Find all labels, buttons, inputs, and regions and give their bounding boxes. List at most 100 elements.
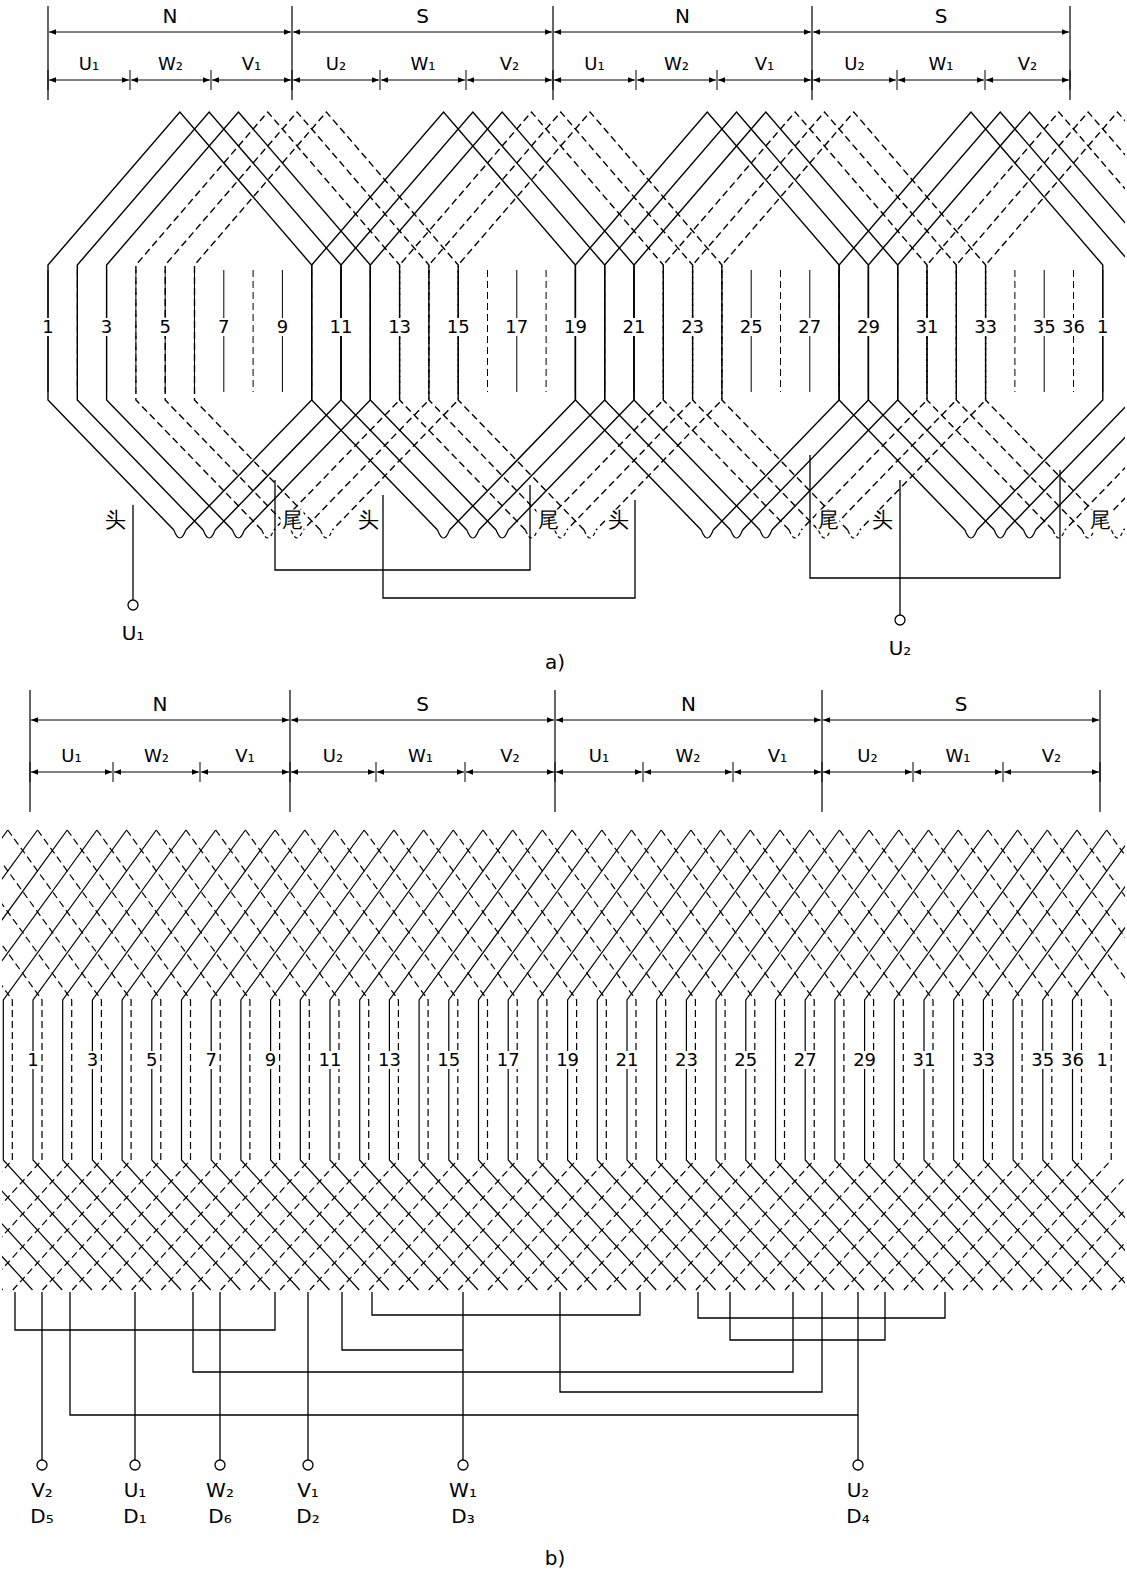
phase-span-arrow [734,772,821,773]
terminal-code: D₂ [295,1506,320,1526]
phase-span-arrow [556,772,642,773]
phase-boundary [733,762,734,782]
phase-label: V₂ [499,747,521,765]
terminal-symbol [303,1460,313,1470]
coil-top-layer [122,830,245,1290]
slot-number: 29 [856,318,881,336]
pole-boundary [1099,690,1100,812]
coil-end-loop [1024,530,1036,538]
coil-top-layer [894,830,1017,1290]
lead-mark: 尾 [1089,510,1112,531]
coil-end-loop [262,530,274,538]
terminal-label: U₁ [123,1480,148,1500]
coil-u-phase [77,112,341,530]
double-layer-leads [15,1292,945,1470]
coil-bottom-layer [602,830,725,1290]
coil-bottom-layer [186,830,309,1290]
phase-boundary [376,762,377,782]
slot-number: 19 [555,1051,580,1069]
terminal-code: D₅ [29,1506,54,1526]
coil-bottom-layer [424,830,547,1290]
phase-label: U₁ [588,747,610,765]
coil-end-loop [1053,530,1065,538]
coil-bottom-layer [483,830,606,1290]
pole-span-arrow [49,32,291,33]
phase-boundary [200,762,201,782]
coil-end-loop [525,530,537,538]
terminal-label: U₁ [121,623,146,643]
phase-label: U₂ [325,55,347,73]
coil-top-layer [182,830,305,1290]
slot-number: 17 [496,1051,521,1069]
slot-number: 21 [622,318,647,336]
pole-boundary [811,6,812,100]
phase-label: V₂ [1041,747,1063,765]
phase-boundary [130,70,131,90]
coil-top-layer [33,830,156,1290]
slot-number: 25 [733,1051,758,1069]
slot-number: 25 [739,318,764,336]
coil-top-layer [389,830,512,1290]
phase-span-arrow [381,80,465,81]
coil-end-loop [994,530,1006,538]
coil-u-phase [898,112,1125,530]
phase-span-arrow [291,772,375,773]
coil-bottom-layer [899,830,1022,1290]
phase-span-arrow [467,80,552,81]
connection-wire [372,1292,640,1315]
lead-mark: 头 [871,510,894,531]
coil-other-phase [400,112,664,530]
slot-number: 9 [276,318,289,336]
coil-end-loop [291,530,303,538]
phase-label: V₁ [767,747,789,765]
coil-bottom-layer [839,830,962,1290]
slot-number: 3 [100,318,113,336]
pole-span-arrow [31,720,289,721]
lead-wire [899,480,900,615]
phase-label: U₁ [60,747,82,765]
coil-bottom-layer [661,830,784,1290]
phase-label: V₂ [1017,55,1039,73]
phase-boundary [211,70,212,90]
coil-end-loop [203,530,215,538]
phase-boundary [553,70,554,90]
phase-span-arrow [466,772,554,773]
coil-top-layer [2,830,67,1290]
lead-mark: 尾 [281,510,304,531]
slot-number: 15 [446,318,471,336]
coil-top-layer [627,830,750,1290]
slot-number: 21 [615,1051,640,1069]
coil-top-layer [597,830,720,1290]
lead-wire [307,1292,308,1460]
slot-number: 33 [973,318,998,336]
phase-boundary [290,762,291,782]
phase-boundary [465,762,466,782]
coil-bottom-layer [127,830,250,1290]
terminal-label: U₂ [888,638,913,658]
phase-boundary [466,70,467,90]
terminal-label: V₂ [30,1480,54,1500]
phase-label: U₁ [583,55,605,73]
coil-end-loop [320,530,332,538]
pole-label: N [680,694,697,714]
slot-number: 31 [915,318,940,336]
slot-number: 19 [563,318,588,336]
coil-bottom-layer [1018,830,1125,1290]
slot-number: 1 [41,318,54,336]
phase-span-arrow [201,772,289,773]
coil-top-layer [330,830,453,1290]
coil-top-layer [954,830,1077,1290]
phase-boundary [985,70,986,90]
terminal-code: D₆ [207,1506,232,1526]
coil-other-phase [956,112,1125,530]
phase-label: W₁ [927,55,954,73]
pole-label: N [674,6,691,26]
pole-span-arrow [554,32,811,33]
coil-end-loop [555,530,567,538]
phase-label: V₁ [754,55,776,73]
slot-number: 5 [145,1051,158,1069]
pole-label: S [934,6,949,26]
phase-label: W₁ [944,747,971,765]
coil-top-layer [805,830,928,1290]
coil-bottom-layer [38,830,161,1290]
